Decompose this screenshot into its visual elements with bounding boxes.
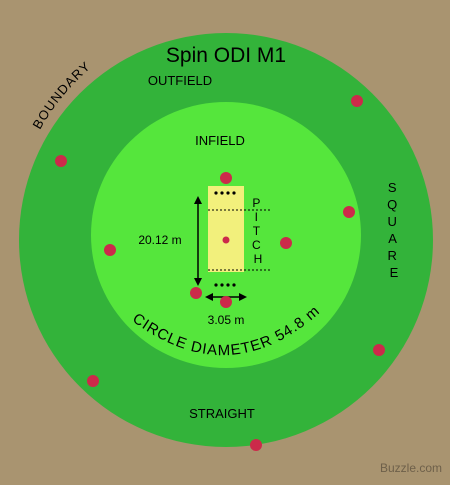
outfield-label: OUTFIELD [148,73,212,88]
fielder-fine-leg [87,375,99,387]
square-label: S Q U A R E [387,180,401,280]
pitch-length-label: 20.12 m [138,233,181,247]
ball-marker [222,236,230,244]
fielder-midwicket [104,244,116,256]
fielders [55,95,385,451]
fielder-cover [343,206,355,218]
pitch-width-arrowhead-left [205,293,213,301]
fielder-deep-cover [351,95,363,107]
fielder-third-man [373,344,385,356]
pitch-width-arrowhead-right [239,293,247,301]
fielder-keeper [190,287,202,299]
straight-label: STRAIGHT [189,406,255,421]
watermark: Buzzle.com [380,461,442,475]
pitch-length-arrowhead-top [194,196,202,204]
stumps-bottom [214,283,236,287]
pitch-strip [208,186,244,272]
pitch-width-label: 3.05 m [208,313,245,327]
fielder-deep-midwicket [55,155,67,167]
pitch-label: P I T C H [252,196,264,266]
fielder-long-stop [250,439,262,451]
infield-label: INFIELD [195,133,245,148]
fielder-bowler [220,172,232,184]
pitch-length-arrowhead-bottom [194,278,202,286]
fielder-batsman [220,296,232,308]
diagram-title: Spin ODI M1 [166,44,286,67]
fielder-mid-on [280,237,292,249]
stumps-top [214,191,236,195]
